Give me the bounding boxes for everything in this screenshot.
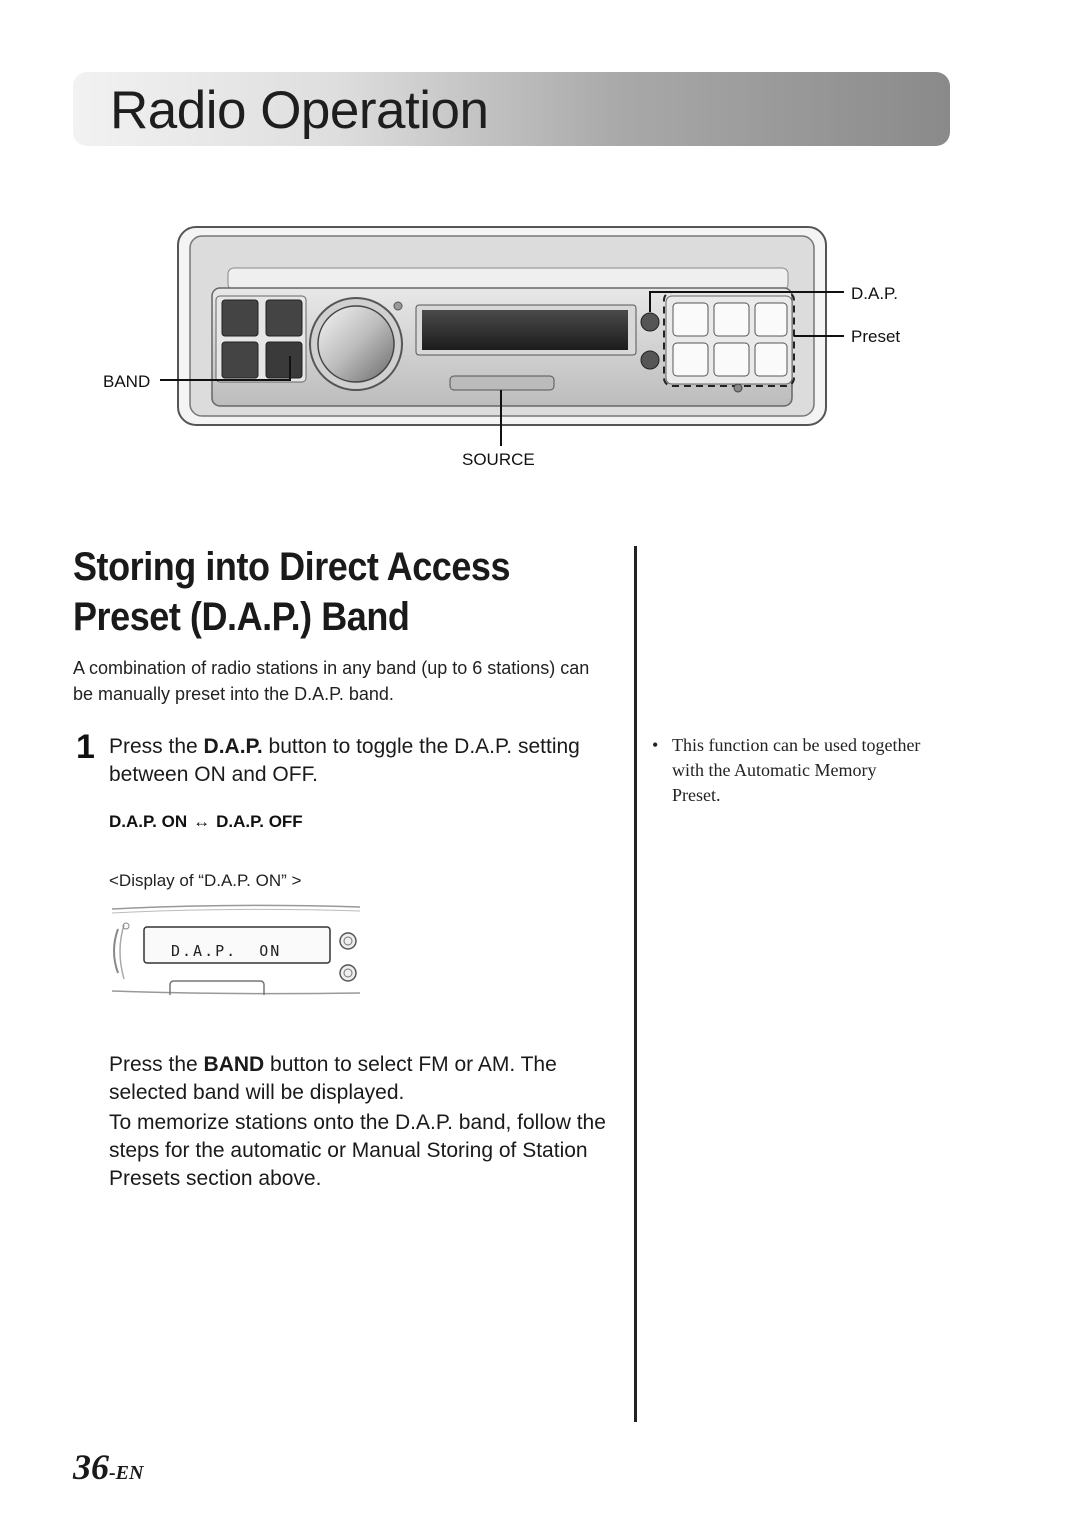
button-1: [221, 299, 259, 337]
intro-paragraph: A combination of radio stations in any b…: [73, 658, 590, 704]
display-caption: <Display of “D.A.P. ON” >: [109, 871, 302, 890]
step-1-text-after: button to toggle the D.A.P. setting betw…: [109, 735, 580, 786]
header-banner: [73, 72, 950, 146]
band-button: [265, 341, 303, 379]
step-2-text-before: Press the: [109, 1053, 204, 1076]
button-3: [221, 341, 259, 379]
page-number: 36-EN: [73, 1446, 143, 1488]
page-number-value: 36: [73, 1447, 109, 1487]
page-title: Radio Operation: [110, 81, 489, 140]
dap-button: [640, 312, 660, 332]
step-1-text: Press the D.A.P. button to toggle the D.…: [109, 733, 609, 789]
dap-button-name: D.A.P.: [203, 735, 263, 758]
sidebar-note: • This function can be used together wit…: [652, 733, 922, 808]
step-2-text-after: button to select FM or AM. The selected …: [109, 1053, 557, 1104]
bullet-icon: •: [652, 735, 659, 755]
step-2-text: Press the BAND button to select FM or AM…: [109, 1051, 619, 1107]
lcd-window: [422, 310, 628, 350]
column-divider: [634, 546, 637, 1422]
display-illustration: [111, 904, 361, 995]
dap-callout-line: [649, 291, 844, 312]
band-callout-label: BAND: [103, 372, 151, 391]
lcd-readout: D.A.P. ON: [171, 942, 282, 960]
volume-knob: [317, 305, 395, 383]
band-button-name: BAND: [203, 1053, 265, 1076]
page-number-suffix: -EN: [109, 1462, 144, 1484]
lcd-window: [143, 926, 331, 964]
toggle-state-off: D.A.P. OFF: [216, 812, 303, 831]
step-number: 1: [76, 728, 95, 766]
top-strip: [227, 267, 789, 291]
section-heading-line-1: Storing into Direct Access: [73, 545, 511, 589]
section-heading-line-2: Preset (D.A.P.) Band: [73, 595, 410, 639]
dap-callout-label: D.A.P.: [851, 284, 898, 303]
preset-callout-label: Preset: [851, 327, 901, 346]
step-1-text-before: Press the: [109, 735, 204, 758]
band-callout-line: [160, 356, 291, 381]
button-2: [265, 299, 303, 337]
head-unit-illustration: [160, 226, 844, 446]
toggle-arrow-icon: ↔: [193, 812, 211, 831]
section-heading: Storing into Direct Access Preset (D.A.P…: [73, 542, 559, 642]
sidebar-note-text: This function can be used together with …: [672, 735, 921, 805]
source-button: [449, 375, 555, 391]
source-callout-label: SOURCE: [462, 450, 535, 469]
step-3-text: To memorize stations onto the D.A.P. ban…: [109, 1111, 606, 1190]
toggle-state-on: D.A.P. ON: [109, 812, 188, 831]
dap-toggle-sequence: D.A.P. ON ↔ D.A.P. OFF: [109, 812, 303, 832]
